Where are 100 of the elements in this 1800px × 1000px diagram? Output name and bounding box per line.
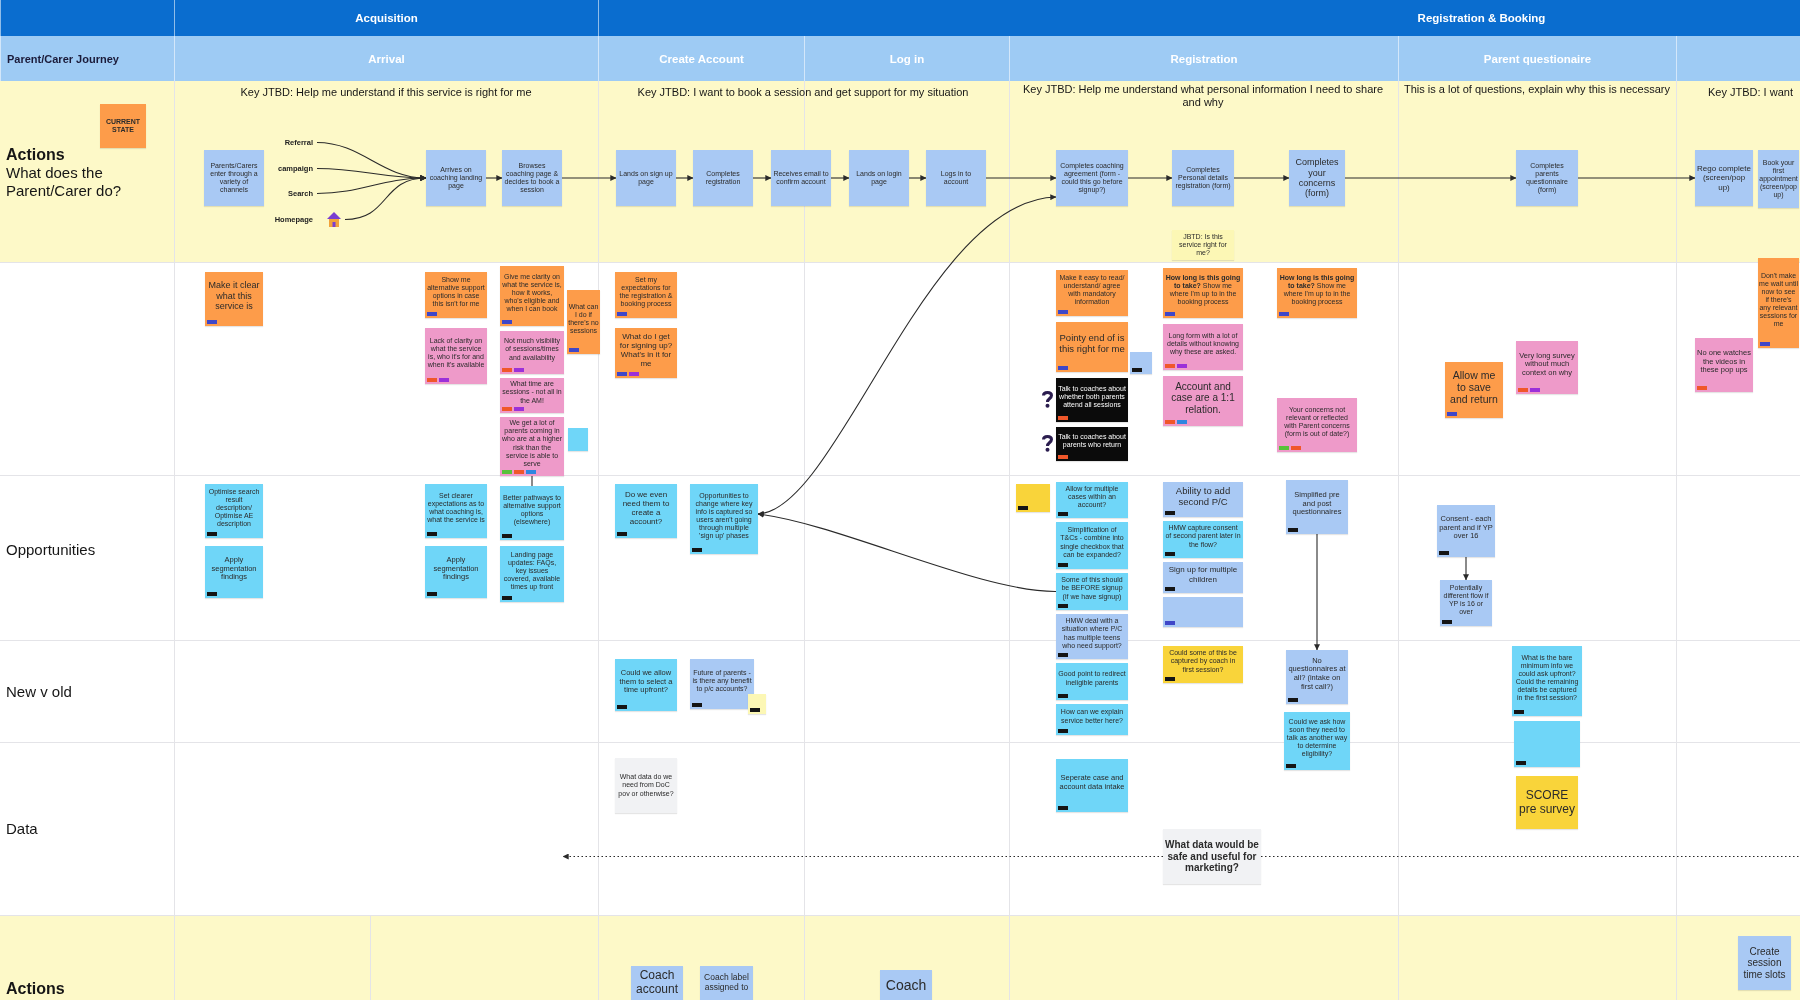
arrow: [752, 175, 772, 181]
jtbd-heading: Key JTBD: Help me understand what personal information I need to share and why: [1021, 83, 1385, 110]
phase-header: Registration: [1009, 36, 1398, 81]
sticky-note: [690, 659, 754, 709]
sticky-note: [568, 428, 588, 451]
arrow: [561, 175, 617, 181]
connector-line: [531, 475, 533, 487]
sticky-note: [500, 378, 564, 413]
sticky-note: [690, 484, 758, 554]
sticky-note: What data would be safe and useful for marketing?: [1163, 829, 1261, 884]
sticky-note: [1056, 704, 1128, 735]
row-title: Opportunities: [6, 541, 96, 559]
sticky-note: [1056, 522, 1128, 569]
arrow: [757, 512, 1057, 593]
sticky-note: [500, 331, 564, 374]
sticky-note: [500, 546, 564, 602]
row-header: Parent/Carer Journey: [0, 36, 174, 81]
sticky-note: [1277, 398, 1357, 452]
arrow: [485, 175, 503, 181]
sticky-note: [1695, 338, 1753, 392]
row-title: Data: [6, 820, 38, 838]
arrow: [344, 175, 427, 221]
arrow: [1233, 175, 1290, 181]
sticky-note: Coach account: [631, 966, 683, 1000]
phase-header: Create Account: [598, 36, 804, 81]
sticky-note: [1056, 322, 1128, 372]
sticky-note: [1016, 484, 1050, 512]
sticky-note: [1130, 352, 1152, 374]
row-title: Actions: [6, 145, 65, 165]
sticky-note: [1163, 482, 1243, 517]
sticky-note: [1516, 341, 1578, 394]
sticky-note: [1056, 378, 1128, 422]
sticky-note: [615, 484, 677, 538]
sticky-note: [1758, 258, 1799, 348]
dotted-arrow: [562, 853, 1164, 860]
stage-header: Acquisition: [174, 0, 598, 36]
sticky-note: [1163, 646, 1243, 683]
row-title: New v old: [6, 683, 72, 701]
jtbd-heading: Key JTBD: I want to book a session and get support for my situation: [637, 86, 969, 100]
sticky-note: [1163, 521, 1243, 558]
row-subtitle: What does the Parent/Carer do?: [6, 164, 123, 200]
sticky-note: [1056, 573, 1128, 610]
sticky-note: [567, 290, 600, 354]
note-text: Account and case are a 1:1 relation.: [1170, 380, 1236, 416]
note-text: Do we even need them to create a account?: [621, 489, 671, 527]
sticky-note: [1284, 712, 1350, 770]
sticky-note: [1056, 663, 1128, 700]
jtbd-heading: Key JTBD: I want: [1708, 86, 1793, 100]
arrow: [1463, 556, 1469, 581]
arrow: [1314, 533, 1320, 651]
sticky-note: [1163, 597, 1243, 627]
sticky-note: [1056, 482, 1128, 518]
sticky-note: [500, 486, 564, 540]
sticky-note: [1056, 270, 1128, 316]
note-text: What do I get for signing up? What's in it for me: [618, 331, 674, 369]
note-text: Make it clear what this service is: [207, 280, 261, 312]
sticky-note: [1286, 480, 1348, 534]
sticky-note: [1445, 362, 1503, 418]
row-title: Actions: [6, 979, 65, 999]
arrow: [757, 195, 1057, 515]
sticky-note: [1512, 646, 1582, 716]
phase-header: Log in: [804, 36, 1009, 81]
sticky-note: [205, 484, 263, 538]
sticky-note: [615, 659, 677, 711]
phase-header: Arrival: [174, 36, 598, 81]
arrow: [1344, 175, 1517, 181]
sticky-note: [1277, 268, 1357, 318]
sticky-note: [500, 417, 564, 476]
jtbd-heading: This is a lot of questions, explain why this is necessary: [1404, 83, 1670, 97]
arrow: [908, 175, 927, 181]
sticky-note: [500, 266, 564, 326]
sticky-note: [1163, 376, 1243, 426]
sticky-note: [1163, 268, 1243, 318]
sticky-note: [1056, 614, 1128, 659]
sticky-note: [1437, 505, 1495, 557]
sticky-note: [615, 272, 677, 318]
note-text: Allow me to save and return: [1449, 368, 1499, 406]
sticky-note: Create session time slots: [1738, 936, 1791, 990]
sticky-note: [615, 328, 677, 378]
arrow: [1127, 175, 1173, 181]
note-text: Sign up for multiple children: [1167, 565, 1239, 584]
sticky-note: [425, 272, 487, 318]
sticky-note: Coach: [880, 970, 932, 1000]
sticky-note: [1056, 759, 1128, 812]
sticky-note: [1514, 721, 1580, 767]
arrow: [675, 175, 694, 181]
note-text: Ability to add second P/C: [1174, 485, 1232, 508]
arrow: [985, 175, 1057, 181]
step-card: Rego complete (screen/pop up): [1695, 150, 1753, 206]
sticky-note: Coach label assigned to: [700, 966, 753, 1000]
sticky-note: [425, 328, 487, 384]
sticky-note: [425, 484, 487, 538]
sticky-note: [1163, 324, 1243, 370]
step-card: Completes your concerns (form): [1289, 150, 1345, 206]
note-text: Pointy end of is this right for me: [1058, 333, 1126, 355]
phase-header: Parent questionaire: [1398, 36, 1676, 81]
sticky-note: [1440, 580, 1492, 626]
sticky-note: SCORE pre survey: [1516, 776, 1578, 829]
stage-header: Registration & Booking: [598, 0, 1800, 36]
sticky-note: [1163, 562, 1243, 593]
